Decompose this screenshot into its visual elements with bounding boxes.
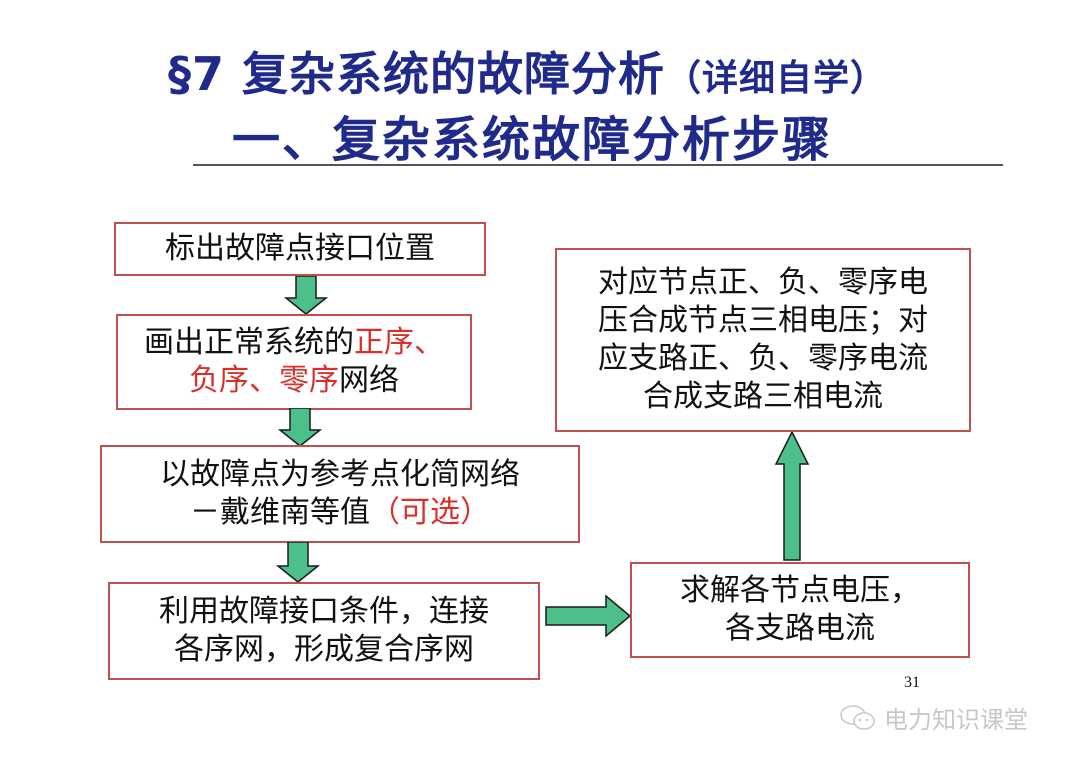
step-solve-voltages-currents: 求解各节点电压， 各支路电流 [630, 562, 970, 658]
step3-optional-note: （可选） [370, 495, 490, 530]
title-main: §7 复杂系统的故障分析 [168, 47, 666, 101]
step2-line2: 负序、零序网络 [189, 362, 399, 400]
arrow-down-icon [284, 276, 328, 315]
step-synthesize-three-phase: 对应节点正、负、零序电 压合成节点三相电压；对 应支路正、负、零序电流 合成支路… [555, 248, 971, 432]
title-note: （详细自学） [665, 58, 888, 99]
step5-line1: 求解各节点电压， [680, 573, 920, 608]
step-form-composite-network: 利用故障接口条件，连接 各序网，形成复合序网 [108, 582, 540, 680]
step5-line2: 各支路电流 [725, 611, 875, 646]
slide-title: §7 复杂系统的故障分析（详细自学） [168, 38, 887, 104]
step2-line1: 画出正常系统的正序、 [144, 324, 444, 362]
step6-line4: 合成支路三相电流 [643, 379, 883, 414]
slide-subtitle: 一、复杂系统故障分析步骤 [232, 112, 833, 168]
arrow-right-icon [545, 594, 632, 638]
step2-text-highlight-b: 负序、零序 [189, 363, 339, 398]
step4-line2: 各序网，形成复合序网 [174, 632, 474, 667]
step-draw-sequence-networks: 画出正常系统的正序、 负序、零序网络 [116, 314, 472, 410]
step3-text: －戴维南等值 [190, 495, 370, 530]
page-number: 31 [904, 674, 920, 691]
step6-line2: 压合成节点三相电压；对 [598, 303, 928, 338]
step2-text-a: 画出正常系统的 [144, 325, 354, 360]
step-mark-fault-interface: 标出故障点接口位置 [114, 222, 486, 276]
wechat-icon [840, 704, 875, 730]
step4-line1: 利用故障接口条件，连接 [159, 594, 489, 629]
watermark-text: 电力知识课堂 [884, 706, 1028, 734]
step2-text-b: 网络 [339, 363, 399, 398]
arrow-down-icon [278, 408, 322, 447]
watermark: 电力知识课堂 [838, 700, 1028, 735]
step3-line2: －戴维南等值（可选） [190, 494, 490, 532]
step1-text: 标出故障点接口位置 [165, 231, 435, 266]
arrow-down-icon [276, 542, 320, 583]
step6-line1: 对应节点正、负、零序电 [598, 265, 928, 300]
step6-line3: 应支路正、负、零序电流 [598, 341, 928, 376]
title-divider [193, 164, 1003, 166]
step2-text-highlight-a: 正序、 [354, 325, 444, 360]
step3-line1: 以故障点为参考点化简网络 [160, 457, 520, 492]
step-simplify-network: 以故障点为参考点化简网络 －戴维南等值（可选） [100, 445, 580, 543]
arrow-up-icon [774, 430, 810, 561]
